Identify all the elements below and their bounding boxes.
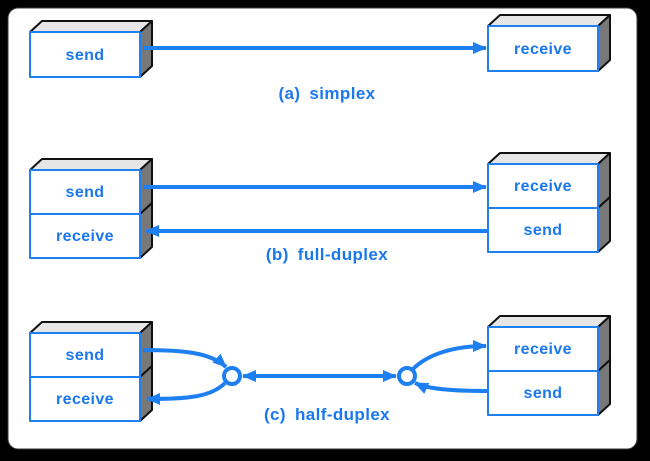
box-label-receive: receive — [514, 178, 572, 195]
full-duplex-left-box: send receive — [29, 158, 153, 259]
box-front-face — [487, 25, 599, 72]
box-side-face — [597, 14, 611, 72]
box-top-face — [29, 158, 153, 171]
box-top-face — [487, 14, 611, 27]
box-label-send: send — [524, 222, 563, 239]
box-label-receive: receive — [56, 228, 114, 245]
box-front-face — [487, 207, 599, 253]
box-front-face — [29, 376, 141, 422]
box-side-face — [597, 359, 611, 416]
box-top-face — [29, 321, 153, 334]
section-full-duplex: send receive receive send (b)full-duplex — [29, 152, 611, 264]
curve-node-to-left-receive — [146, 381, 227, 405]
caption-simplex: (a)simplex — [278, 84, 375, 103]
box-front-face — [487, 163, 599, 209]
full-duplex-right-box: receive send — [487, 152, 611, 253]
box-label-send: send — [66, 347, 105, 364]
box-front-face — [29, 31, 141, 78]
section-simplex: send receive (a)simplex — [29, 14, 611, 103]
caption-full-duplex: (b)full-duplex — [266, 245, 388, 264]
box-label-receive: receive — [56, 391, 114, 408]
box-label-receive: receive — [514, 341, 572, 358]
simplex-right-box: receive — [487, 14, 611, 72]
channel-node-left — [222, 366, 242, 386]
box-side-face — [139, 365, 153, 422]
box-front-face — [487, 326, 599, 372]
box-front-face — [487, 370, 599, 416]
curve-left-send-to-node — [142, 348, 228, 369]
box-side-face — [597, 196, 611, 253]
box-top-face — [29, 20, 153, 33]
canvas — [7, 7, 638, 450]
channel-node-right — [397, 366, 417, 386]
box-label-receive: receive — [514, 41, 572, 58]
curve-right-send-to-node — [414, 381, 489, 394]
half-duplex-left-box: send receive — [29, 321, 153, 422]
box-label-send: send — [66, 184, 105, 201]
box-top-face — [487, 315, 611, 328]
curve-node-to-right-receive — [411, 340, 487, 371]
simplex-left-box: send — [29, 20, 153, 78]
section-half-duplex: send receive receive send (c)half-duplex — [29, 315, 611, 424]
caption-half-duplex: (c)half-duplex — [264, 405, 390, 424]
half-duplex-right-box: receive send — [487, 315, 611, 416]
box-front-face — [29, 213, 141, 259]
box-top-face — [487, 152, 611, 165]
box-label-send: send — [66, 47, 105, 64]
box-label-send: send — [524, 385, 563, 402]
